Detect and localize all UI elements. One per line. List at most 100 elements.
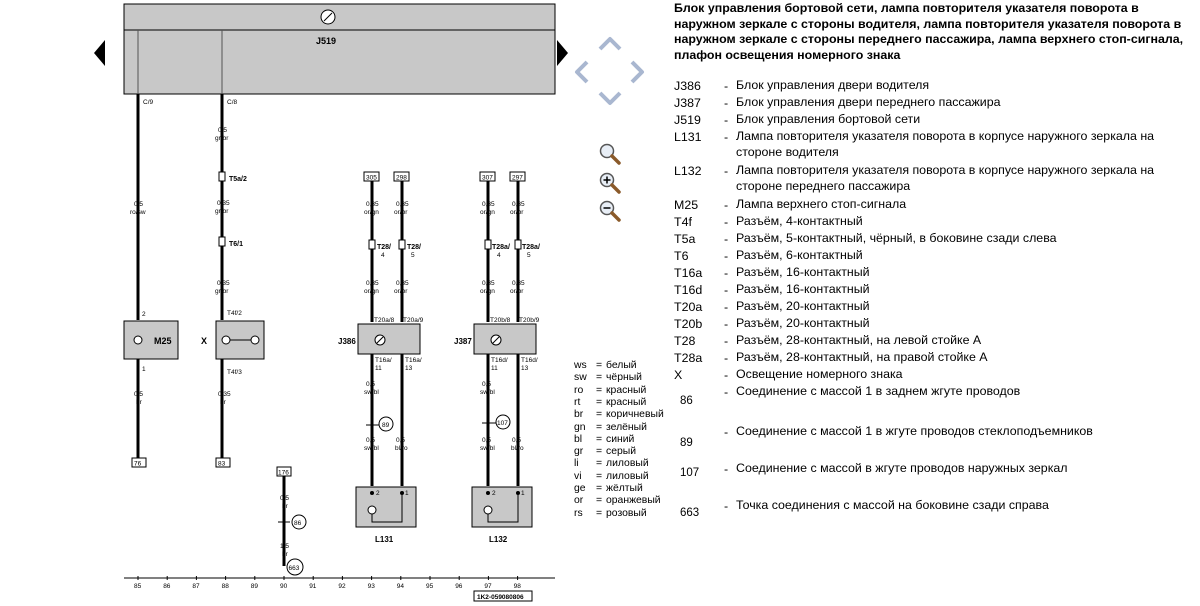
wire-size: 0,5 xyxy=(482,437,491,444)
legend-code: M25 xyxy=(674,198,699,212)
color-abbr: or xyxy=(574,495,584,507)
legend-description: Освещение номерного знака xyxy=(736,367,903,381)
wire-color: bl/ro xyxy=(395,445,408,452)
wire-color: br xyxy=(220,399,227,406)
zoom-in-button[interactable] xyxy=(598,171,622,195)
chevron-up-icon xyxy=(598,37,622,51)
pin-number: 2 xyxy=(376,490,380,497)
legend-dash: - xyxy=(724,425,729,439)
l132-label: L132 xyxy=(489,535,508,544)
connector-label: T16a/ xyxy=(405,357,422,364)
connector-label: T20b/8 xyxy=(490,317,511,324)
wire-color: or/gn xyxy=(480,209,495,216)
wire-size: 0,5 xyxy=(218,127,227,134)
wire-color: br xyxy=(136,399,143,406)
j386-unit xyxy=(357,323,421,355)
connector-label: T28/ xyxy=(407,244,421,251)
previous-page-button[interactable] xyxy=(94,40,106,66)
legend-description: Блок управления двери водителя xyxy=(736,78,930,92)
wire-color: or/br xyxy=(394,288,408,295)
ref-box-label: 83 xyxy=(218,461,226,468)
lamp-icon xyxy=(221,335,231,345)
zoom-out-button[interactable] xyxy=(598,199,622,223)
color-abbr: rs xyxy=(574,507,583,519)
connector-label: T20a/9 xyxy=(403,317,424,324)
chevron-left-icon xyxy=(575,60,589,84)
pan-up-button[interactable] xyxy=(598,36,622,52)
color-abbr: gn xyxy=(574,421,586,433)
legend-description: Разъём, 16-контактный xyxy=(736,282,870,296)
scale-label: 85 xyxy=(134,583,142,590)
wire-color: or/br xyxy=(394,209,408,216)
ground-point-icon xyxy=(378,416,394,432)
legend-code: J386 xyxy=(674,79,701,93)
j387-unit xyxy=(473,323,537,355)
color-eq: = xyxy=(596,470,603,482)
ref-box xyxy=(131,457,147,468)
lamp-icon xyxy=(133,335,143,345)
connector-label: T20a/8 xyxy=(374,317,395,324)
legend-dash: - xyxy=(724,266,729,280)
scale-label: 93 xyxy=(368,583,376,590)
j387-label: J387 xyxy=(454,337,472,346)
doc-id-box xyxy=(473,590,533,602)
legend-code: T20a xyxy=(674,300,703,314)
pan-right-button[interactable] xyxy=(629,60,645,84)
next-page-button[interactable] xyxy=(556,40,568,66)
ground-point-icon xyxy=(495,414,511,430)
wire-column-x: C/8 0,5 gr/br T5a/2 0,35 gr/br T6/1 0,35… xyxy=(201,94,265,468)
ground-description: Соединение с массой 1 в заднем жгуте про… xyxy=(736,384,1021,398)
scale-label: 92 xyxy=(338,583,346,590)
wire-size: 0,35 xyxy=(217,200,230,207)
x-label: X xyxy=(201,336,207,346)
j519-label: J519 xyxy=(316,36,336,46)
legend-dash: - xyxy=(724,113,729,127)
legend-dash: - xyxy=(724,249,729,263)
connector-pin xyxy=(398,239,406,250)
connector-label: 4 xyxy=(381,252,385,259)
connector-pin xyxy=(484,239,492,250)
legend-description: Лампа повторителя указателя поворота в к… xyxy=(736,129,1155,159)
pan-down-button[interactable] xyxy=(598,90,622,106)
wire-size: 0,35 xyxy=(366,201,379,208)
color-eq: = xyxy=(596,396,603,408)
scale-label: 89 xyxy=(251,583,259,590)
legend-dash: - xyxy=(724,164,729,178)
legend-dash: - xyxy=(724,130,729,144)
wire-color: br xyxy=(282,503,289,510)
ref-box-label: 76 xyxy=(134,461,142,468)
legend-dash: - xyxy=(724,351,729,365)
legend-code: J387 xyxy=(674,96,701,110)
color-name: чёрный xyxy=(606,372,642,384)
legend-dash: - xyxy=(724,96,729,110)
color-eq: = xyxy=(596,446,603,458)
pan-left-button[interactable] xyxy=(574,60,590,84)
scale-label: 91 xyxy=(309,583,317,590)
scale-label: 90 xyxy=(280,583,288,590)
legend-description: Разъём, 28-контактный, на правой стойке … xyxy=(736,350,988,364)
j519-unit: J519 xyxy=(123,3,556,95)
legend-dash: - xyxy=(724,283,729,297)
legend-code: X xyxy=(674,368,683,382)
legend-description: Разъём, 20-контактный xyxy=(736,316,870,330)
zoom-fit-button[interactable] xyxy=(598,142,622,166)
wire-color: br xyxy=(282,551,289,558)
ground-point-icon xyxy=(291,514,307,530)
wire-size: 0,5 xyxy=(396,437,405,444)
ref-box-label: 307 xyxy=(482,175,493,182)
connector-label: T5a/2 xyxy=(229,176,247,183)
legend-panel: Блок управления бортовой сети, лампа пов… xyxy=(674,0,1198,606)
connector-pin xyxy=(218,171,226,182)
pin-number: 1 xyxy=(405,490,409,497)
wire-size: 0,35 xyxy=(512,201,525,208)
legend-code: T20b xyxy=(674,317,703,331)
wire-color: or/br xyxy=(510,288,524,295)
wire-color: sw/bl xyxy=(480,389,495,396)
pin-number: 2 xyxy=(142,311,146,318)
color-eq: = xyxy=(596,483,603,494)
legend-code: T16a xyxy=(674,266,703,280)
connector-label: T28a/ xyxy=(522,244,540,251)
chevron-right-icon xyxy=(630,60,644,84)
legend-code: L132 xyxy=(674,164,702,178)
pin-label: C/8 xyxy=(227,99,238,106)
